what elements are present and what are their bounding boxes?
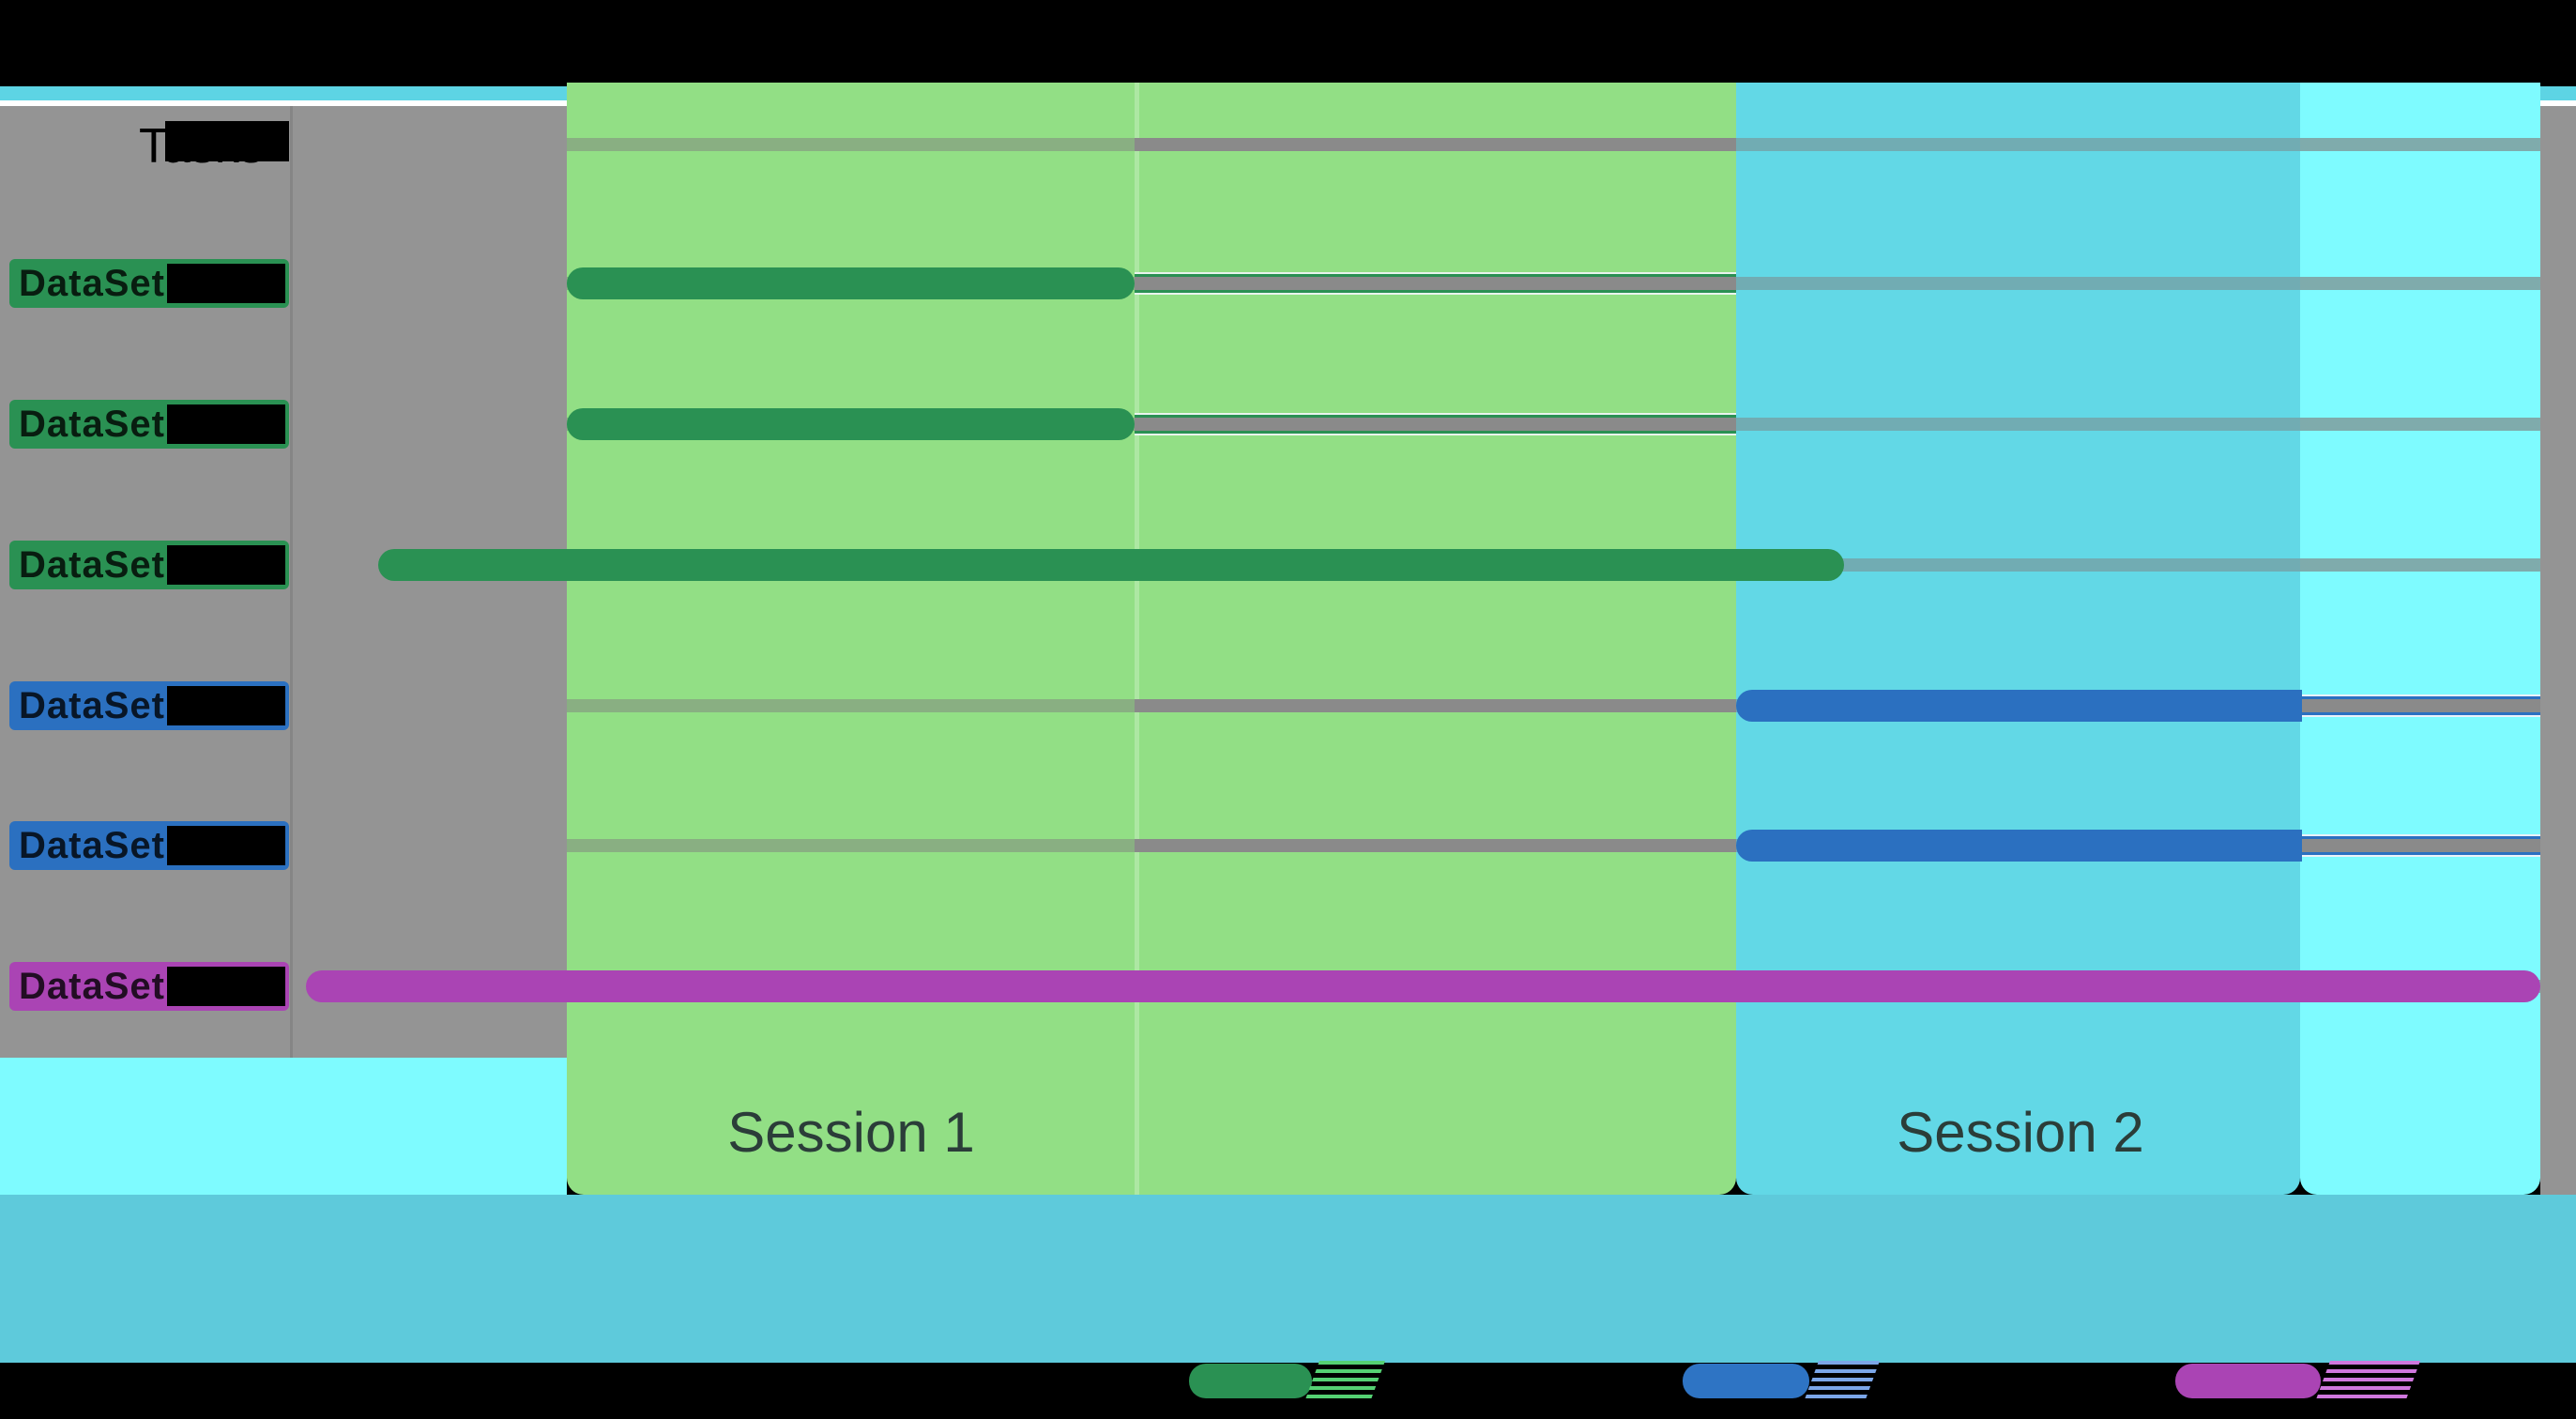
row-label-redaction-box — [167, 686, 285, 725]
legend-redacted-label-stripes — [2314, 1361, 2421, 1402]
task-bar — [1736, 830, 2302, 862]
gridline-segment — [2300, 418, 2540, 431]
tasks-header-redaction-box — [165, 121, 289, 161]
gridline-segment — [567, 138, 1135, 151]
task-bar — [1736, 690, 2302, 722]
session2-label: Session 2 — [1897, 1101, 2144, 1164]
gridline-segment — [1135, 839, 1736, 852]
bottom-cyan-band — [0, 1195, 2576, 1363]
gridline-segment — [2300, 277, 2540, 290]
gridline-segment — [1135, 699, 1736, 712]
session1-label: Session 1 — [727, 1101, 975, 1164]
legend-swatch-c-icon — [2175, 1364, 2321, 1398]
row-label-redaction-box — [167, 545, 285, 585]
gridline-over-tail — [1135, 277, 1736, 290]
gridline-segment — [567, 699, 1135, 712]
legend-swatch-b-icon — [1683, 1364, 1809, 1398]
right-gray-margin — [2540, 106, 2576, 1195]
gridline-segment — [1135, 138, 1736, 151]
gridline-segment — [2300, 138, 2540, 151]
label-column-separator — [290, 106, 293, 1058]
gridline-over-tail — [2302, 839, 2540, 852]
row-label-redaction-box — [167, 967, 285, 1006]
row-label-redaction-box — [167, 826, 285, 865]
legend-redacted-label-stripes — [1303, 1361, 1386, 1402]
vertical-gridline — [1135, 83, 1139, 1195]
task-bar — [378, 549, 1844, 581]
gridline-segment — [1736, 138, 2300, 151]
gridline-segment — [2300, 558, 2540, 572]
right-bright-zone — [2300, 83, 2540, 1195]
task-bar — [306, 970, 2540, 1002]
bottom-left-bright-block — [0, 1058, 567, 1195]
gridline-over-tail — [2302, 699, 2540, 712]
task-bar — [567, 267, 1135, 299]
session2-band — [1736, 83, 2300, 1195]
gridline-segment — [567, 839, 1135, 852]
gridline-segment — [1736, 277, 2300, 290]
task-bar — [567, 408, 1135, 440]
gridline-over-tail — [1135, 418, 1736, 431]
legend-redacted-label-stripes — [1803, 1361, 1881, 1402]
row-label-redaction-box — [167, 404, 285, 444]
gridline-segment — [1736, 558, 2300, 572]
legend-swatch-a-icon — [1189, 1364, 1312, 1398]
gridline-segment — [1736, 418, 2300, 431]
row-label-redaction-box — [167, 264, 285, 303]
